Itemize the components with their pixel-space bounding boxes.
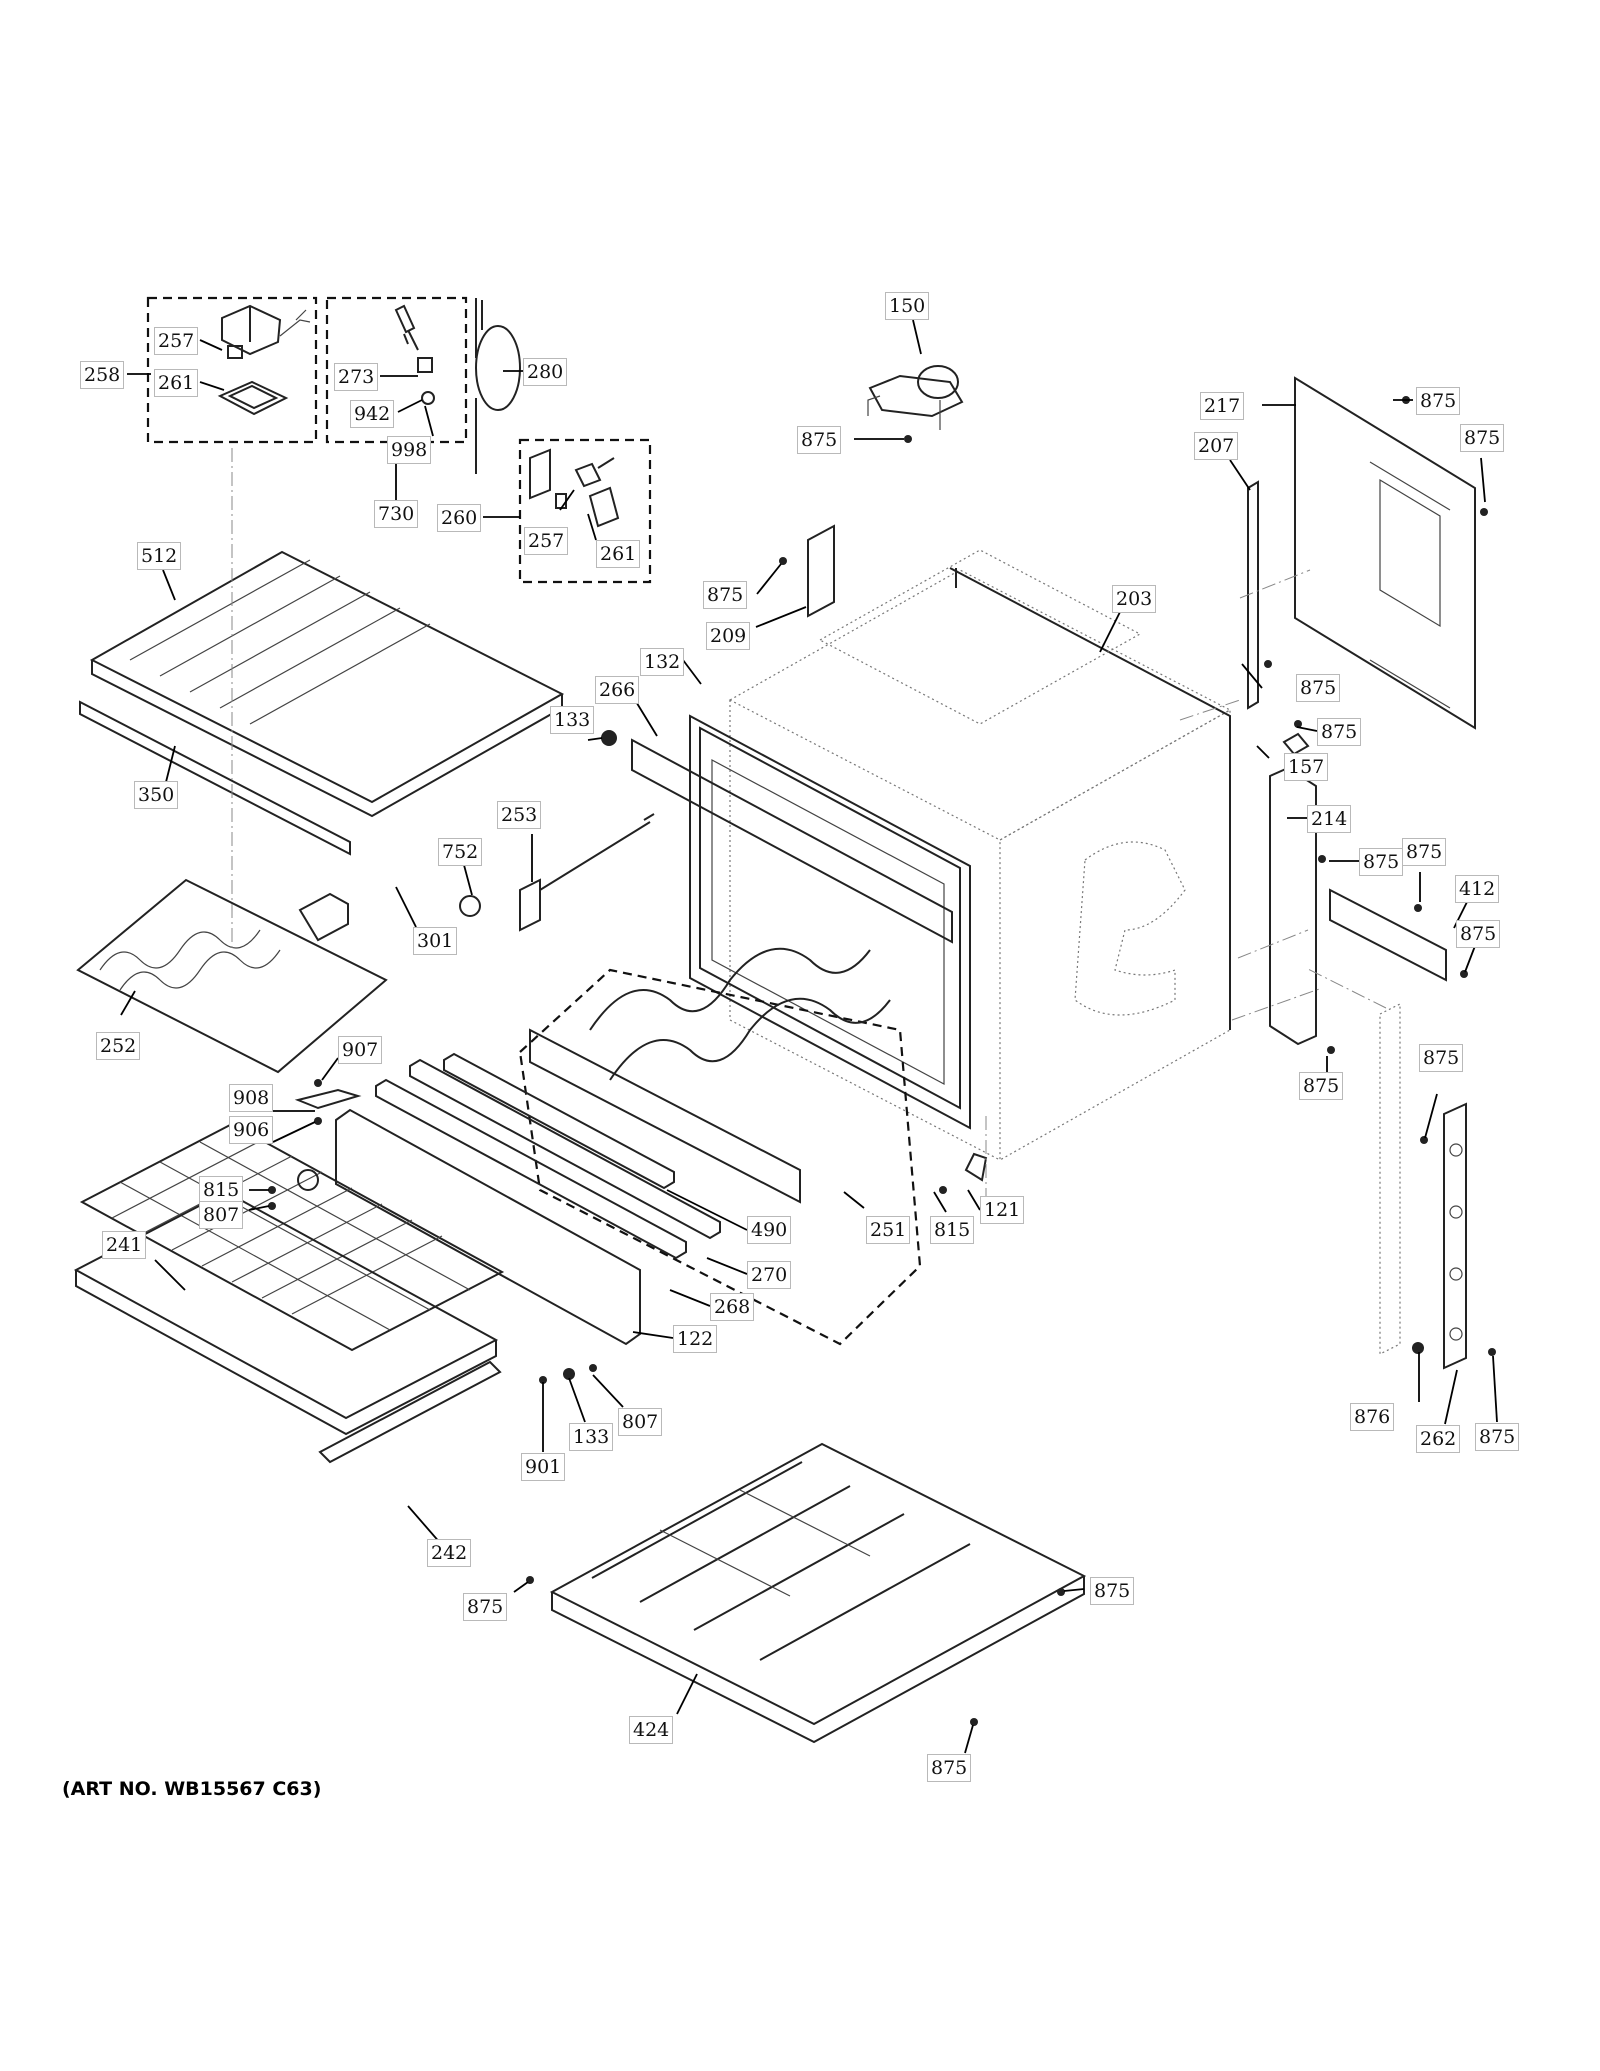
side-rail-dotted	[1379, 1003, 1401, 1355]
callout-133: 133	[550, 706, 595, 734]
callout-875: 875	[1460, 424, 1505, 452]
callout-252: 252	[96, 1032, 141, 1060]
callout-908: 908	[229, 1084, 274, 1112]
callout-273: 273	[334, 363, 379, 391]
callout-132: 132	[640, 648, 685, 676]
callout-875: 875	[1456, 920, 1501, 948]
callout-280: 280	[523, 358, 568, 386]
callout-242: 242	[427, 1539, 472, 1567]
art-number: (ART NO. WB15567 C63)	[62, 1778, 322, 1800]
trim-350	[79, 700, 351, 856]
callout-815: 815	[930, 1216, 975, 1244]
callout-512: 512	[137, 542, 182, 570]
callout-262: 262	[1416, 1425, 1461, 1453]
callout-424: 424	[629, 1716, 674, 1744]
callout-260: 260	[437, 504, 482, 532]
rail-490	[443, 1052, 675, 1190]
callout-150: 150	[885, 292, 930, 320]
callout-133: 133	[569, 1423, 614, 1451]
callout-901: 901	[521, 1453, 566, 1481]
probe-253	[459, 813, 655, 932]
callout-807: 807	[199, 1201, 244, 1229]
callout-217: 217	[1200, 392, 1245, 420]
callout-906: 906	[229, 1116, 274, 1144]
side-bracket-207	[1247, 480, 1259, 710]
bracket-412	[1329, 888, 1447, 982]
callout-815: 815	[199, 1176, 244, 1204]
callout-261: 261	[596, 540, 641, 568]
callout-875: 875	[1317, 718, 1362, 746]
callout-121: 121	[980, 1196, 1025, 1224]
callout-875: 875	[797, 426, 842, 454]
thermostat-150	[867, 365, 964, 430]
callout-214: 214	[1307, 805, 1352, 833]
callout-875: 875	[463, 1593, 508, 1621]
leader-lines	[120, 319, 1498, 1754]
oven-cavity-203	[728, 549, 1232, 1161]
callout-209: 209	[706, 622, 751, 650]
door-frame-132	[689, 714, 971, 1130]
callout-752: 752	[438, 838, 483, 866]
callout-807: 807	[618, 1408, 663, 1436]
callout-875: 875	[1402, 838, 1447, 866]
callout-875: 875	[927, 1754, 972, 1782]
callout-875: 875	[1475, 1423, 1520, 1451]
callout-942: 942	[350, 400, 395, 428]
small-fasteners	[268, 396, 1496, 1726]
callout-122: 122	[673, 1325, 718, 1353]
callout-251: 251	[866, 1216, 911, 1244]
callout-875: 875	[1359, 848, 1404, 876]
callout-875: 875	[1090, 1577, 1135, 1605]
bracket-209	[807, 524, 835, 618]
callout-412: 412	[1455, 875, 1500, 903]
kit-box-258	[146, 296, 318, 444]
rail-268	[375, 1078, 687, 1260]
bake-element-box-251	[518, 947, 922, 1346]
vent-trim-266	[631, 738, 953, 944]
callout-203: 203	[1112, 585, 1157, 613]
back-panel-217	[1294, 376, 1476, 730]
callout-301: 301	[413, 927, 458, 955]
hinge-rail-262	[1443, 1102, 1467, 1370]
callout-157: 157	[1284, 753, 1329, 781]
rail-270	[409, 1058, 721, 1240]
sensor-probe-280	[475, 298, 521, 474]
reference-lines	[231, 448, 1387, 1206]
callout-876: 876	[1350, 1403, 1395, 1431]
callout-490: 490	[747, 1216, 792, 1244]
kit-box-260	[518, 438, 652, 584]
callout-261: 261	[154, 369, 199, 397]
callout-266: 266	[595, 676, 640, 704]
bottom-panel-424	[549, 1442, 1087, 1744]
callout-730: 730	[374, 500, 419, 528]
callout-257: 257	[154, 327, 199, 355]
callout-268: 268	[710, 1293, 755, 1321]
callout-258: 258	[80, 361, 125, 389]
callout-270: 270	[747, 1261, 792, 1289]
callout-257: 257	[524, 527, 569, 555]
callout-907: 907	[338, 1036, 383, 1064]
rail-122	[335, 1108, 641, 1346]
callout-253: 253	[497, 801, 542, 829]
callout-875: 875	[1296, 674, 1341, 702]
callout-207: 207	[1194, 432, 1239, 460]
callout-875: 875	[703, 581, 748, 609]
callout-998: 998	[387, 436, 432, 464]
callout-875: 875	[1416, 387, 1461, 415]
callout-241: 241	[102, 1231, 147, 1259]
callout-350: 350	[134, 781, 179, 809]
oven-rack-242	[73, 1190, 502, 1464]
cover-512	[89, 550, 565, 818]
callout-875: 875	[1419, 1044, 1464, 1072]
callout-875: 875	[1299, 1072, 1344, 1100]
